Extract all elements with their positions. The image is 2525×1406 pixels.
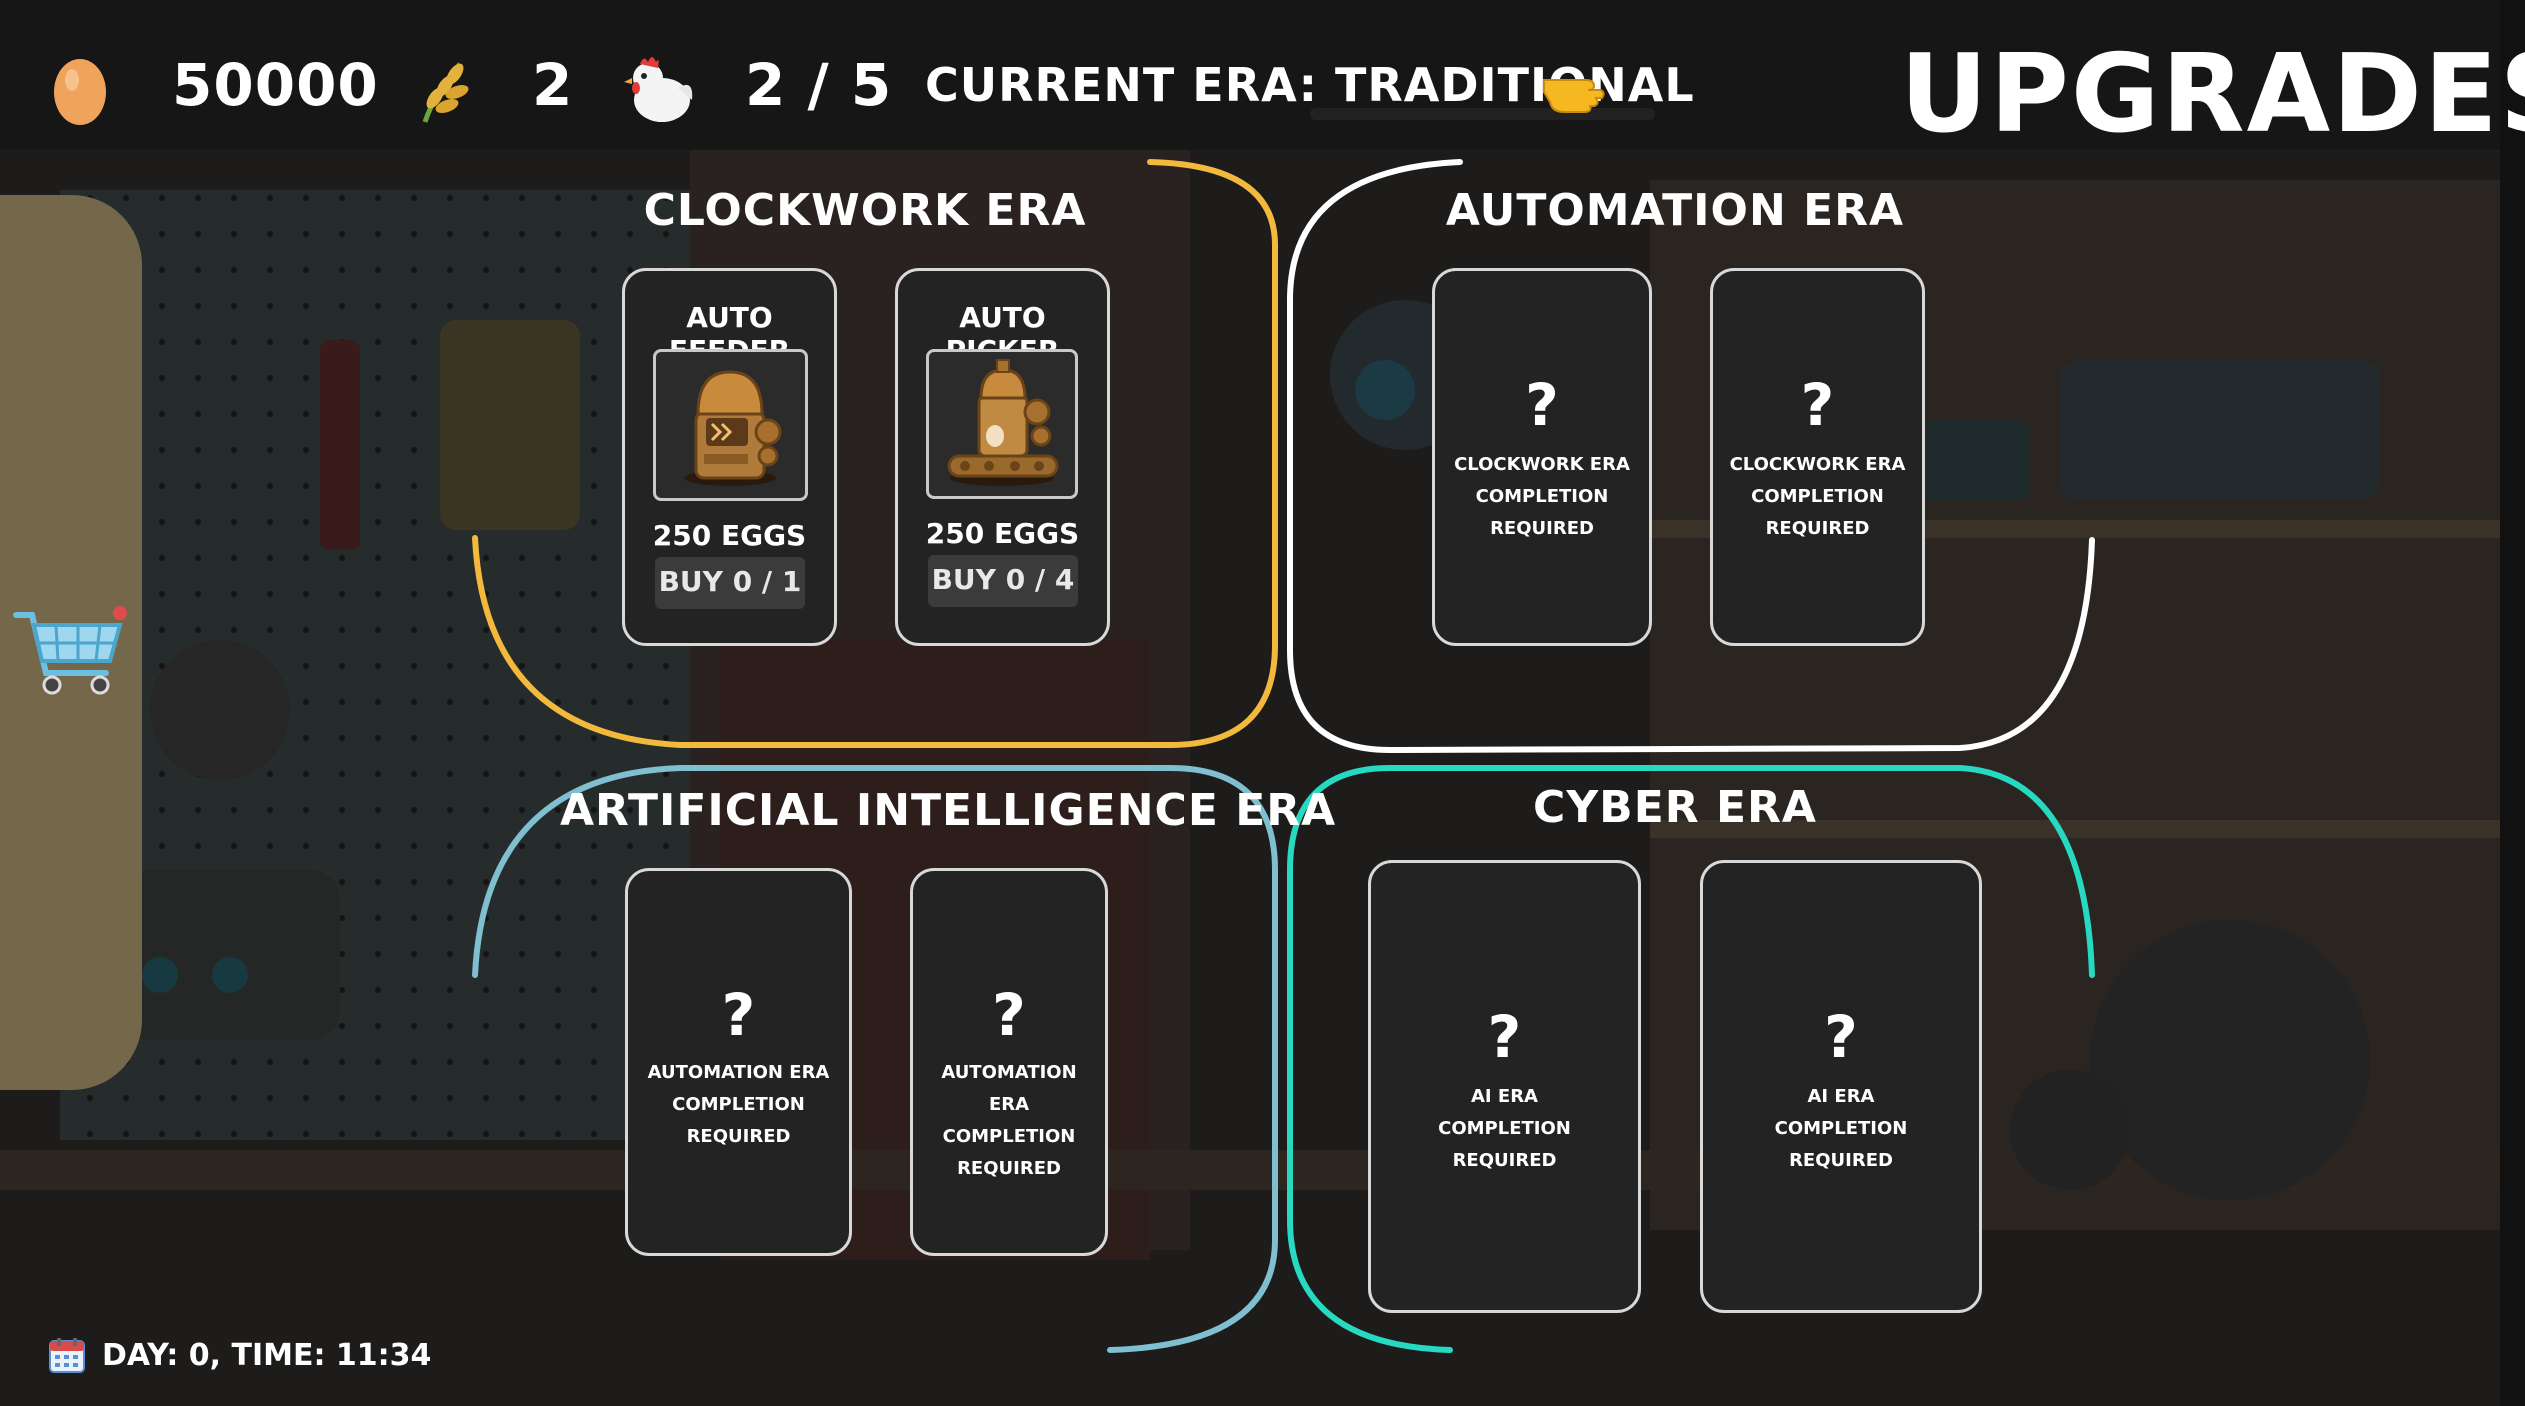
- lock-line: COMPLETION: [1438, 1118, 1571, 1139]
- lock-line: AI ERA: [1807, 1086, 1875, 1107]
- clockwork-era-title: CLOCKWORK ERA: [643, 185, 1087, 236]
- lock-line: REQUIRED: [1765, 518, 1870, 539]
- lock-line: COMPLETION: [1475, 486, 1609, 507]
- lock-requirement: AUTOMATION ERA COMPLETION REQUIRED: [636, 1057, 841, 1153]
- pointing-hand-icon[interactable]: [1540, 62, 1610, 117]
- lock-line: CLOCKWORK ERA: [1454, 454, 1630, 475]
- buy-button[interactable]: BUY 0 / 1: [655, 557, 805, 609]
- lock-line: REQUIRED: [1490, 518, 1594, 539]
- lock-line: AUTOMATION ERA: [647, 1062, 830, 1083]
- ai-era-frame: [472, 765, 1278, 1353]
- egg-icon: [50, 52, 110, 127]
- day-time-status: DAY: 0, TIME: 11:34: [48, 1330, 431, 1380]
- automation-era-title: AUTOMATION ERA: [1445, 185, 1905, 236]
- clockwork-era-frame: [472, 159, 1278, 748]
- egg-count: 50000: [172, 51, 379, 119]
- lock-line: COMPLETION: [672, 1094, 805, 1115]
- locked-question-mark: ?: [992, 981, 1026, 1049]
- calendar-icon: [48, 1336, 86, 1374]
- upgrade-price: 250 EGGS: [652, 519, 807, 552]
- lock-line: COMPLETION: [942, 1126, 1076, 1147]
- shop-side-panel[interactable]: [0, 195, 142, 1090]
- upgrade-card-auto-picker[interactable]: AUTO PICKER 250 EGGS BUY 0 / 4: [895, 268, 1110, 646]
- auto-picker-icon: [926, 349, 1078, 499]
- lock-requirement: AUTOMATION ERA COMPLETION REQUIRED: [921, 1057, 1097, 1185]
- lock-line: REQUIRED: [957, 1158, 1061, 1179]
- locked-upgrade-card: ? AUTOMATION ERA COMPLETION REQUIRED: [625, 868, 852, 1256]
- upgrade-card-auto-feeder[interactable]: AUTO FEEDER 250 EGGS BUY 0 / 1: [622, 268, 837, 646]
- day-time-text: DAY: 0, TIME: 11:34: [102, 1337, 432, 1373]
- wheat-icon: [405, 52, 480, 127]
- locked-upgrade-card: ? CLOCKWORK ERA COMPLETION REQUIRED: [1432, 268, 1652, 646]
- lock-line: REQUIRED: [1452, 1150, 1557, 1171]
- cyber-era-frame: [1287, 765, 2095, 1353]
- locked-question-mark: ?: [1824, 1003, 1858, 1071]
- locked-question-mark: ?: [1487, 1003, 1522, 1071]
- locked-upgrade-card: ? CLOCKWORK ERA COMPLETION REQUIRED: [1710, 268, 1925, 646]
- lock-line: REQUIRED: [1789, 1150, 1893, 1171]
- lock-line: AUTOMATION ERA: [941, 1062, 1077, 1115]
- buy-button[interactable]: BUY 0 / 4: [928, 555, 1078, 607]
- cyber-era-title: CYBER ERA: [1533, 782, 1817, 833]
- lock-line: COMPLETION: [1774, 1118, 1908, 1139]
- automation-era-frame: [1287, 159, 2095, 754]
- wheat-count: 2: [532, 51, 574, 119]
- chicken-capacity: 2 / 5: [745, 51, 893, 119]
- lock-line: REQUIRED: [686, 1126, 791, 1147]
- lock-requirement: AI ERA COMPLETION REQUIRED: [1379, 1081, 1630, 1177]
- shopping-cart-icon[interactable]: [8, 585, 128, 705]
- locked-question-mark: ?: [721, 981, 756, 1049]
- locked-upgrade-card: ? AUTOMATION ERA COMPLETION REQUIRED: [910, 868, 1108, 1256]
- locked-upgrade-card: ? AI ERA COMPLETION REQUIRED: [1700, 860, 1982, 1313]
- locked-upgrade-card: ? AI ERA COMPLETION REQUIRED: [1368, 860, 1641, 1313]
- lock-line: CLOCKWORK ERA: [1729, 454, 1906, 475]
- lock-requirement: AI ERA COMPLETION REQUIRED: [1711, 1081, 1971, 1177]
- locked-question-mark: ?: [1525, 371, 1559, 439]
- locked-question-mark: ?: [1800, 371, 1835, 439]
- lock-line: AI ERA: [1471, 1086, 1538, 1107]
- lock-requirement: CLOCKWORK ERA COMPLETION REQUIRED: [1443, 449, 1641, 545]
- upgrade-price: 250 EGGS: [925, 517, 1080, 550]
- lock-requirement: CLOCKWORK ERA COMPLETION REQUIRED: [1721, 449, 1914, 545]
- auto-feeder-icon: [653, 349, 808, 501]
- lock-line: COMPLETION: [1751, 486, 1884, 507]
- chicken-icon: [618, 48, 698, 128]
- ai-era-title: ARTIFICIAL INTELLIGENCE ERA: [560, 785, 1337, 836]
